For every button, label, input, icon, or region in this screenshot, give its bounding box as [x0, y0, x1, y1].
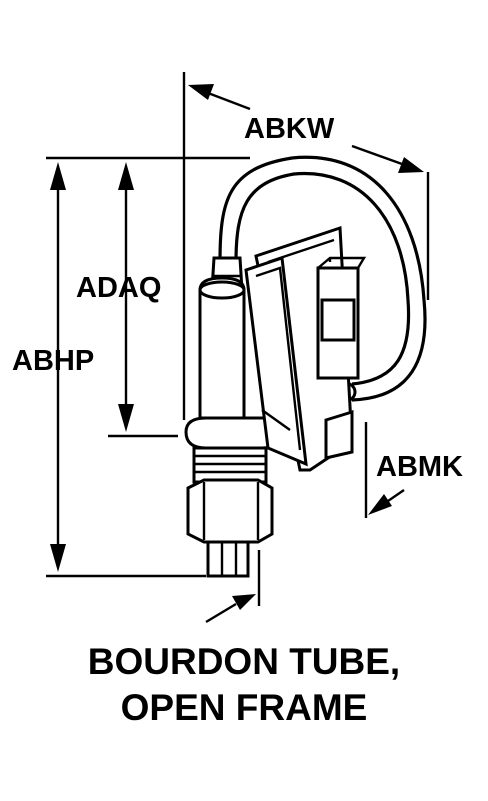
- dimension-adaq-line: [118, 162, 134, 432]
- caption-line-2: OPEN FRAME: [120, 687, 368, 728]
- dimension-abhp-line: [50, 162, 66, 572]
- bottom-fitting-leader: [205, 594, 256, 624]
- dimension-label-abhp: ABHP: [12, 345, 94, 377]
- dimension-label-adaq: ADAQ: [76, 272, 161, 304]
- bottom-fitting: [206, 540, 250, 578]
- dimension-label-abkw: ABKW: [244, 113, 335, 145]
- caption-line-1: BOURDON TUBE,: [87, 641, 401, 682]
- bourdon-tube-device: [184, 155, 427, 578]
- dimension-label-abmk: ABMK: [376, 451, 463, 483]
- dimension-abkw-line: [188, 84, 424, 173]
- bourdon-tube-loop: [218, 155, 427, 402]
- threaded-section: [192, 446, 268, 484]
- extension-lines: [46, 72, 430, 606]
- dimension-abmk-leader: [368, 489, 405, 515]
- hex-nut: [186, 478, 274, 544]
